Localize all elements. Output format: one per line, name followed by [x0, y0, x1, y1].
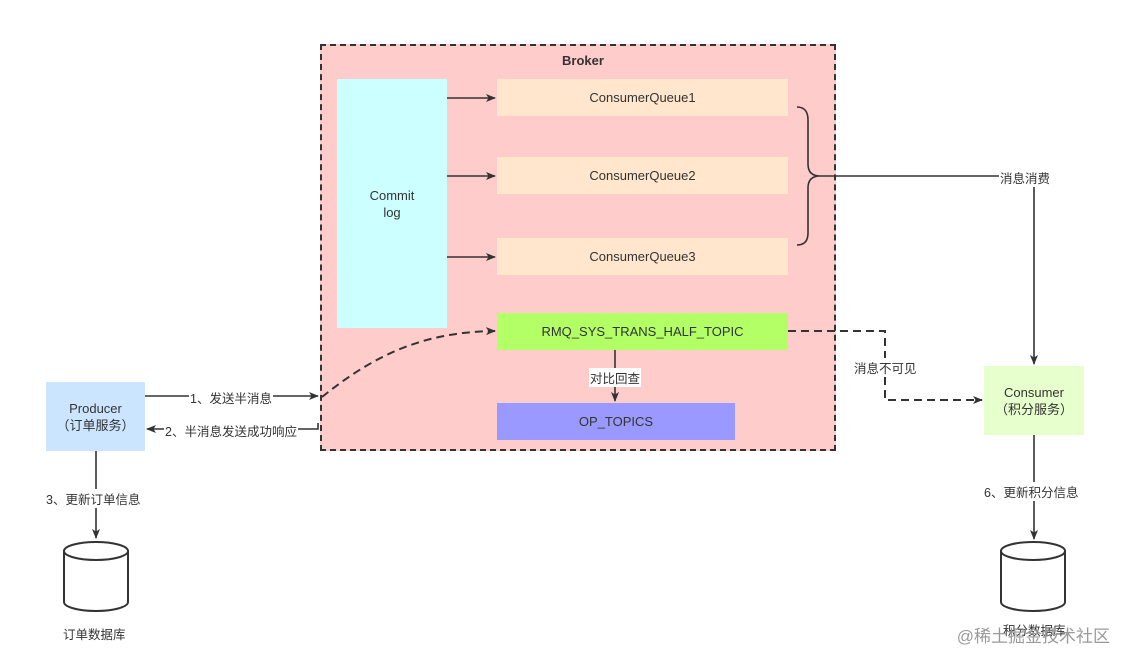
commit-log-label-line1: Commit — [369, 187, 415, 203]
consumer-queue-1: ConsumerQueue1 — [497, 79, 788, 116]
arrow-to-half-topic — [321, 327, 496, 398]
consumer-box: Consumer （积分服务） — [984, 366, 1084, 435]
label-send-half-message: 1、发送半消息 — [189, 388, 273, 407]
points-database-icon — [1000, 541, 1066, 612]
op-topics-box: OP_TOPICS — [497, 403, 735, 440]
points-database-label: 积分数据库 — [1003, 624, 1066, 638]
queues-brace — [796, 106, 821, 246]
consumer-sublabel: （积分服务） — [994, 401, 1073, 417]
consumer-label: Consumer — [1004, 384, 1064, 400]
consumer-queue-3: ConsumerQueue3 — [497, 238, 788, 275]
producer-sublabel: （订单服务） — [56, 417, 135, 433]
label-update-points: 6、更新积分信息 — [983, 482, 1080, 501]
half-topic-box: RMQ_SYS_TRANS_HALF_TOPIC — [497, 313, 788, 350]
producer-label: Producer — [69, 400, 122, 416]
arrow-consume — [820, 175, 1038, 365]
watermark: @稀土掘金技术社区 — [956, 627, 1110, 646]
consumer-queue-2: ConsumerQueue2 — [497, 157, 788, 194]
order-database-label: 订单数据库 — [63, 628, 126, 642]
producer-box: Producer （订单服务） — [46, 382, 145, 451]
order-database-icon — [63, 541, 129, 612]
commit-log-label-line2: log — [383, 204, 401, 220]
label-half-message-ack: 2、半消息发送成功响应 — [164, 421, 298, 440]
broker-title: Broker — [562, 53, 604, 68]
label-update-order: 3、更新订单信息 — [45, 489, 142, 508]
commit-log-box: Commit log — [337, 79, 447, 328]
label-consume: 消息消费 — [999, 168, 1052, 187]
label-invisible: 消息不可见 — [853, 358, 918, 377]
label-compare: 对比回查 — [589, 368, 642, 387]
